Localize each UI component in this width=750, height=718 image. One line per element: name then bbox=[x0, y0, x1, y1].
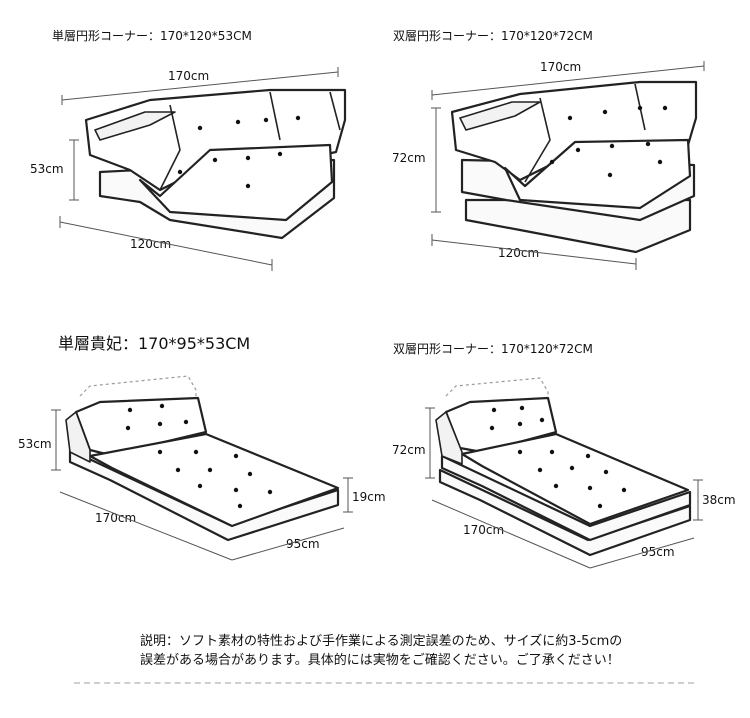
panel3-dashed-outline bbox=[79, 375, 197, 402]
panel3-side-height-dim: 19cm bbox=[352, 490, 386, 504]
panel4-width-dimline bbox=[589, 537, 695, 569]
panel4-length-dimline bbox=[431, 499, 591, 569]
panel1-title: 単層円形コーナー：170*120*53CM bbox=[52, 29, 252, 43]
panel4-width-dim: 95cm bbox=[641, 545, 675, 559]
panel1-top-dim: 170cm bbox=[168, 69, 210, 83]
panel4-dashed-outline bbox=[445, 377, 549, 404]
panel1-top-dimline bbox=[61, 71, 339, 101]
panel3-width-dimline bbox=[231, 527, 345, 561]
panel4-side-height-dim: 38cm bbox=[702, 493, 736, 507]
panel2-bottom-dimline bbox=[431, 239, 637, 265]
divider-dashed-line bbox=[74, 682, 694, 684]
panel2-top-dim: 170cm bbox=[540, 60, 582, 74]
panel2-title: 双層円形コーナー：170*120*72CM bbox=[393, 29, 593, 43]
panel4-title: 双層円形コーナー：170*120*72CM bbox=[393, 342, 593, 356]
panel4-upper-base bbox=[440, 454, 692, 542]
note-line-1: 説明：ソフト素材の特性および手作業による測定誤差のため、サイズに約3-5cmの bbox=[140, 634, 623, 649]
panel3-length-dim: 170cm bbox=[95, 511, 137, 525]
panel3-tufts bbox=[125, 403, 273, 509]
panel1-bottom-dimline bbox=[59, 221, 273, 266]
panel4-tufts bbox=[489, 405, 627, 509]
panel1-bottom-dim: 120cm bbox=[130, 237, 172, 251]
panel3-length-dimline bbox=[59, 491, 233, 561]
panel3-height-dim: 53cm bbox=[18, 437, 52, 451]
panel1-height-dim: 53cm bbox=[30, 162, 64, 176]
panel1-seat bbox=[138, 143, 334, 222]
panel1-tufts bbox=[177, 115, 301, 189]
panel4-height-dim: 72cm bbox=[392, 443, 426, 457]
panel2-top-dimline bbox=[431, 65, 705, 96]
panel2-height-dim: 72cm bbox=[392, 151, 426, 165]
panel2-tufts bbox=[549, 105, 668, 178]
note-line-2: 誤差がある場合があります。具体的には実物をご確認ください。ご了承ください！ bbox=[140, 653, 620, 668]
panel2-bottom-dim: 120cm bbox=[498, 246, 540, 260]
panel4-seat bbox=[460, 432, 690, 526]
panel3-seat bbox=[88, 432, 340, 528]
panel2-seat bbox=[503, 138, 692, 210]
panel3-title: 単層貴妃：170*95*53CM bbox=[58, 334, 251, 353]
panel3-width-dim: 95cm bbox=[286, 537, 320, 551]
